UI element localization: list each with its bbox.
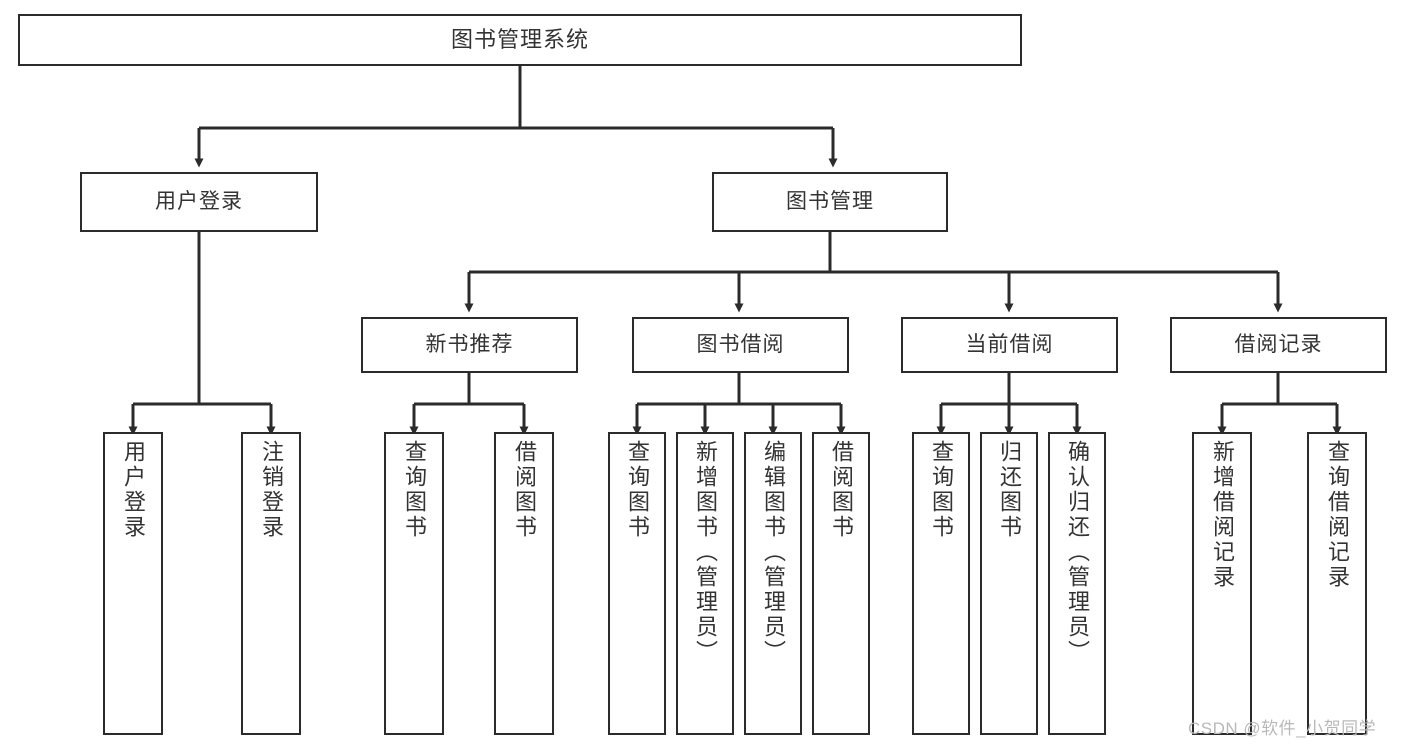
leaf-borrow-book-b-label: 借阅图书 <box>829 440 854 540</box>
leaf-confirm-return[interactable]: 确认归还（管理员） <box>1048 432 1106 735</box>
leaf-query-record-label: 查询借阅记录 <box>1325 440 1350 590</box>
leaf-return-book-label: 归还图书 <box>997 440 1022 540</box>
leaf-user-login-label: 用户登录 <box>121 440 146 540</box>
leaf-logout-label: 注销登录 <box>259 440 284 540</box>
leaf-borrow-book-a[interactable]: 借阅图书 <box>494 432 554 735</box>
node-book-borrow[interactable]: 图书借阅 <box>632 317 849 373</box>
node-root[interactable]: 图书管理系统 <box>18 14 1022 66</box>
leaf-edit-book[interactable]: 编辑图书（管理员） <box>744 432 802 735</box>
csdn-watermark: CSDN @软件_小贺同学 <box>1188 719 1377 738</box>
leaf-borrow-book-b[interactable]: 借阅图书 <box>812 432 870 735</box>
leaf-query-book-b[interactable]: 查询图书 <box>608 432 666 735</box>
node-user-login[interactable]: 用户登录 <box>80 172 318 232</box>
node-borrow-record[interactable]: 借阅记录 <box>1170 317 1387 373</box>
node-user-login-label: 用户登录 <box>155 189 243 213</box>
leaf-query-book-a[interactable]: 查询图书 <box>384 432 444 735</box>
leaf-user-login[interactable]: 用户登录 <box>103 432 163 735</box>
leaf-query-book-a-label: 查询图书 <box>402 440 427 540</box>
leaf-add-record[interactable]: 新增借阅记录 <box>1192 432 1252 735</box>
leaf-logout[interactable]: 注销登录 <box>241 432 301 735</box>
leaf-add-book-label: 新增图书（管理员） <box>693 440 718 665</box>
node-new-book-recommend[interactable]: 新书推荐 <box>361 317 578 373</box>
node-current-borrow-label: 当前借阅 <box>965 332 1054 356</box>
node-current-borrow[interactable]: 当前借阅 <box>901 317 1118 373</box>
leaf-edit-book-label: 编辑图书（管理员） <box>761 440 786 665</box>
leaf-confirm-return-label: 确认归还（管理员） <box>1065 440 1090 665</box>
leaf-add-book[interactable]: 新增图书（管理员） <box>676 432 734 735</box>
node-book-manage-label: 图书管理 <box>786 189 874 213</box>
leaf-query-record[interactable]: 查询借阅记录 <box>1307 432 1367 735</box>
node-book-manage[interactable]: 图书管理 <box>712 172 948 232</box>
leaf-return-book[interactable]: 归还图书 <box>980 432 1038 735</box>
leaf-query-book-b-label: 查询图书 <box>625 440 650 540</box>
leaf-add-record-label: 新增借阅记录 <box>1210 440 1235 590</box>
leaf-borrow-book-a-label: 借阅图书 <box>512 440 537 540</box>
node-borrow-record-label: 借阅记录 <box>1234 332 1323 356</box>
leaf-query-book-c-label: 查询图书 <box>929 440 954 540</box>
node-book-borrow-label: 图书借阅 <box>696 332 785 356</box>
node-new-book-recommend-label: 新书推荐 <box>425 332 514 356</box>
leaf-query-book-c[interactable]: 查询图书 <box>912 432 970 735</box>
node-root-label: 图书管理系统 <box>450 27 589 53</box>
